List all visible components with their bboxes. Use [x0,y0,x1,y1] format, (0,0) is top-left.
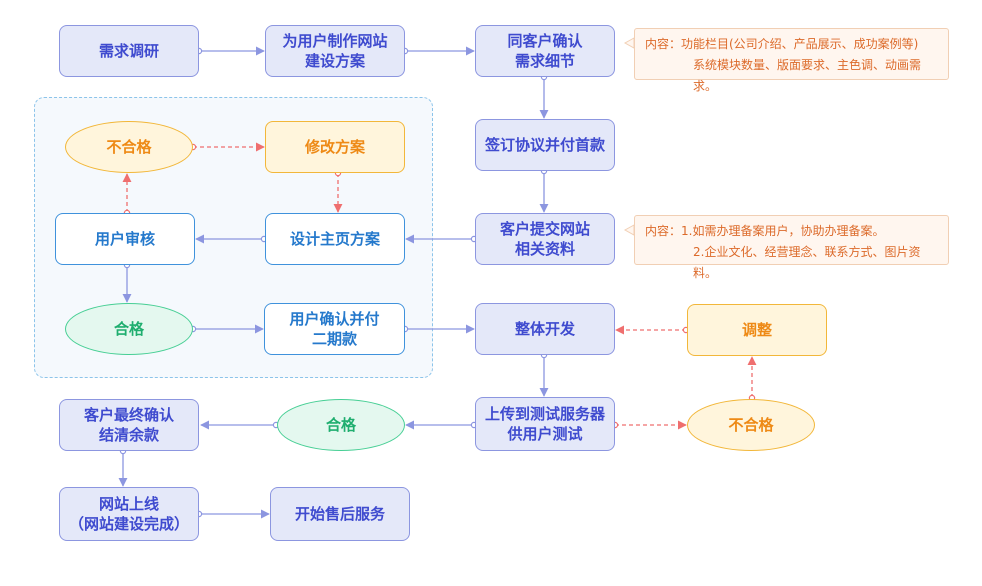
node-line: 供用户测试 [507,425,583,443]
note-submission-materials: 内容：1.如需办理备案用户，协助办理备案。 2.企业文化、经营理念、联系方式、图… [634,215,949,280]
node-line: 同客户确认 [507,32,583,50]
note1-pointer [623,37,635,49]
node-review-failed: 不合格 [65,121,193,173]
node-line: 不合格 [728,416,774,434]
node-line: 上传到测试服务器 [484,405,605,423]
note-line: 内容：功能栏目(公司介绍、产品展示、成功案例等) [645,37,919,51]
node-sign-agreement: 签订协议并付首款 [475,119,615,171]
node-full-development: 整体开发 [475,303,615,355]
node-line: 整体开发 [514,320,575,338]
node-revise-plan: 修改方案 [265,121,405,173]
node-line: （网站建设完成） [68,515,189,533]
node-line: 需求细节 [514,52,575,70]
node-line: 开始售后服务 [294,505,385,523]
node-line: 合格 [113,320,144,338]
node-confirm-second-payment: 用户确认并付 二期款 [264,303,405,355]
note-requirement-details: 内容：功能栏目(公司介绍、产品展示、成功案例等) 系统模块数量、版面要求、主色调… [634,28,949,93]
node-line: 客户提交网站 [499,220,590,238]
node-line: 不合格 [106,138,152,156]
node-line: 为用户制作网站 [282,32,388,50]
node-build-plan: 为用户制作网站 建设方案 [265,25,405,77]
node-line: 合格 [325,416,356,434]
node-line: 建设方案 [304,52,365,70]
node-user-review: 用户审核 [55,213,195,265]
note2-pointer [623,224,635,236]
note-line: 2.企业文化、经营理念、联系方式、图片资料。 [693,245,921,280]
node-line: 设计主页方案 [289,230,380,248]
node-submit-materials: 客户提交网站 相关资料 [475,213,615,265]
node-test-passed: 合格 [277,399,405,451]
node-test-failed: 不合格 [687,399,815,451]
node-final-confirmation: 客户最终确认 结清余款 [59,399,199,451]
node-line: 需求调研 [98,42,159,60]
node-line: 结清余款 [98,426,159,444]
node-line: 相关资料 [514,240,575,258]
note-line: 内容：1.如需办理备案用户，协助办理备案。 [645,224,885,238]
node-adjust: 调整 [687,304,827,356]
node-line: 签订协议并付首款 [484,136,605,154]
node-after-sales-service: 开始售后服务 [270,487,410,541]
node-requirements-research: 需求调研 [59,25,199,77]
node-line: 二期款 [311,330,357,348]
node-upload-test-server: 上传到测试服务器 供用户测试 [475,397,615,451]
node-line: 用户确认并付 [289,310,380,328]
node-line: 网站上线 [98,495,159,513]
node-line: 客户最终确认 [83,406,174,424]
node-review-passed: 合格 [65,303,193,355]
node-line: 用户审核 [94,230,155,248]
note-line: 系统模块数量、版面要求、主色调、动画需求。 [693,58,922,93]
node-line: 修改方案 [304,138,365,156]
node-design-homepage: 设计主页方案 [265,213,405,265]
node-line: 调整 [741,321,772,339]
node-site-launch: 网站上线 （网站建设完成） [59,487,199,541]
node-confirm-requirements: 同客户确认 需求细节 [475,25,615,77]
